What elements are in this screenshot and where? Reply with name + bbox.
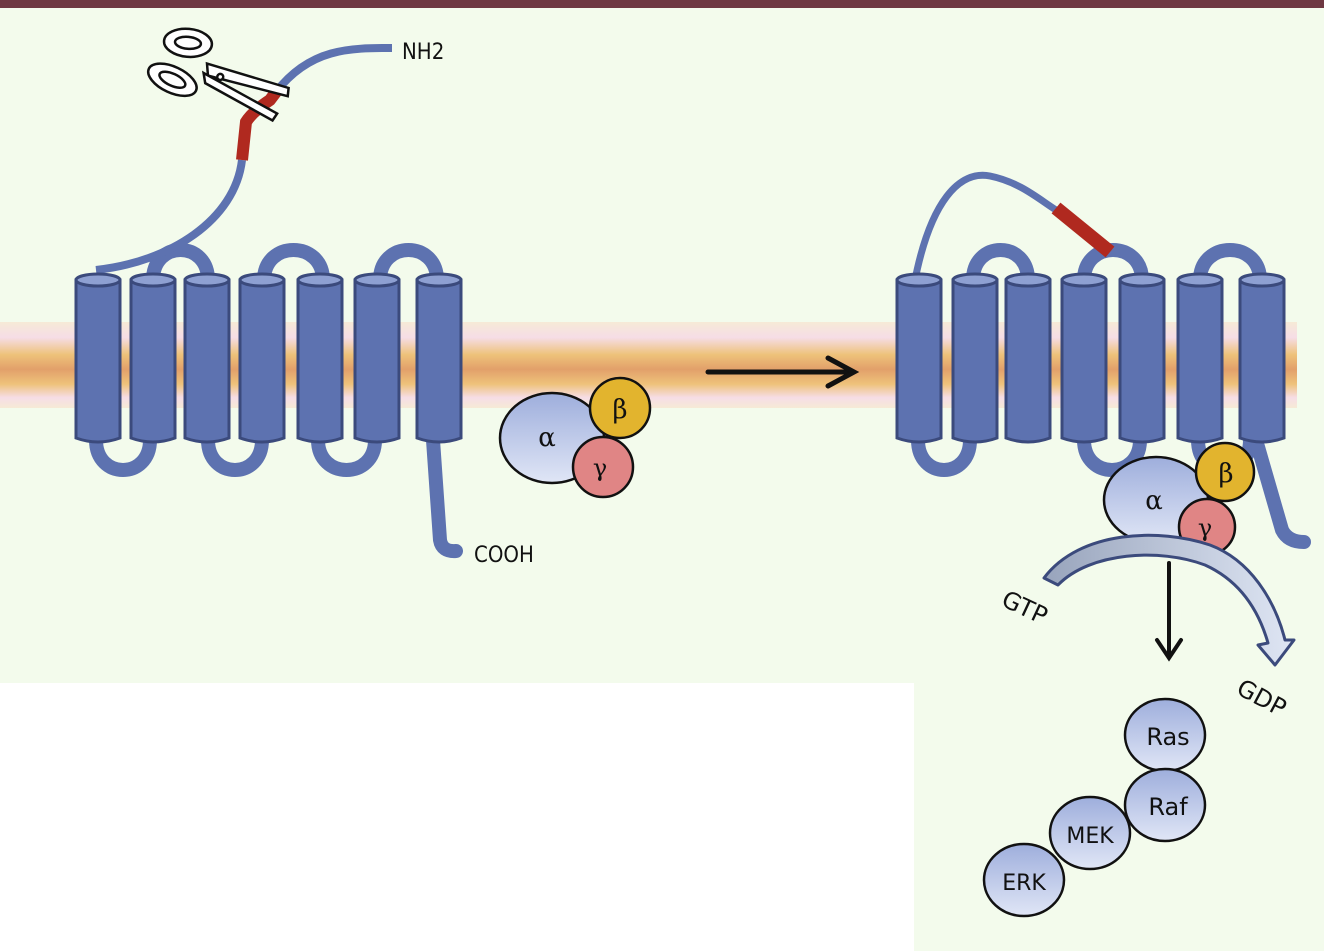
intracellular-loop-1 — [911, 433, 977, 477]
c-terminal-tail — [1249, 433, 1311, 549]
svg-text:γ: γ — [593, 454, 607, 482]
n-terminal-tail — [95, 159, 246, 274]
scissors-icon — [146, 27, 290, 123]
extracellular-loop-2 — [257, 243, 330, 287]
top-bar — [0, 0, 1324, 8]
intracellular-loop-1 — [89, 433, 157, 477]
svg-text:γ: γ — [1198, 514, 1212, 542]
intracellular-loop-2 — [201, 433, 269, 477]
svg-text:MEK: MEK — [1066, 824, 1114, 849]
n-terminal-tail-distal — [272, 44, 393, 95]
svg-text:β: β — [612, 395, 627, 425]
g-beta-subunit — [588, 376, 652, 440]
transmembrane-helix-5 — [1118, 272, 1166, 444]
transmembrane-helix-2 — [129, 272, 177, 444]
extracellular-loop-1 — [146, 243, 215, 287]
extracellular-loop-3 — [373, 243, 444, 287]
transmembrane-helix-4 — [238, 272, 286, 444]
transmembrane-helix-3 — [1004, 272, 1052, 444]
kinase-raf: Raf — [1123, 767, 1207, 843]
intracellular-loop-2 — [1077, 433, 1147, 477]
svg-text:Raf: Raf — [1148, 793, 1188, 821]
transmembrane-helix-7 — [415, 272, 463, 444]
transmembrane-helix-1 — [74, 272, 122, 444]
transmembrane-helix-6 — [1176, 272, 1224, 444]
nucleotide-exchange-arrow — [1042, 533, 1296, 667]
extracellular-loop-1 — [966, 243, 1035, 287]
kinase-erk: ERK — [982, 842, 1066, 918]
intracellular-loop-3 — [311, 433, 382, 477]
transmembrane-helix-1 — [895, 272, 943, 444]
extracellular-loop-3 — [1193, 243, 1267, 287]
transmembrane-helix-5 — [296, 272, 344, 444]
tethered-ligand — [910, 171, 1058, 286]
transmembrane-helix-4 — [1060, 272, 1108, 444]
svg-text:α: α — [1145, 486, 1163, 516]
cleavage-site-exposed — [1051, 202, 1115, 258]
g-gamma-subunit — [571, 435, 635, 499]
kinase-ras: Ras — [1123, 697, 1207, 773]
g-protein-active: α β γ — [1102, 441, 1256, 557]
svg-text:Ras: Ras — [1146, 723, 1189, 751]
c-terminus-label: COOH — [474, 543, 534, 568]
svg-text:β: β — [1218, 459, 1233, 489]
g-protein-inactive: α β γ — [498, 376, 652, 499]
svg-text:ERK: ERK — [1002, 871, 1046, 896]
mapk-cascade: Ras Raf MEK ERK — [982, 697, 1207, 918]
transmembrane-helix-6 — [353, 272, 401, 444]
kinase-mek: MEK — [1048, 795, 1132, 871]
extracellular-loop-2 — [1077, 243, 1149, 287]
n-terminus-label: NH2 — [402, 40, 444, 65]
transmembrane-helix-3 — [183, 272, 231, 444]
svg-text:α: α — [538, 423, 556, 453]
downstream-arrow — [1155, 561, 1183, 662]
active-receptor — [895, 171, 1311, 549]
c-terminal-tail — [426, 433, 463, 559]
transmembrane-helix-7 — [1238, 272, 1286, 444]
activation-arrow — [705, 355, 860, 389]
g-beta-subunit — [1194, 441, 1256, 503]
transmembrane-helix-2 — [951, 272, 999, 444]
